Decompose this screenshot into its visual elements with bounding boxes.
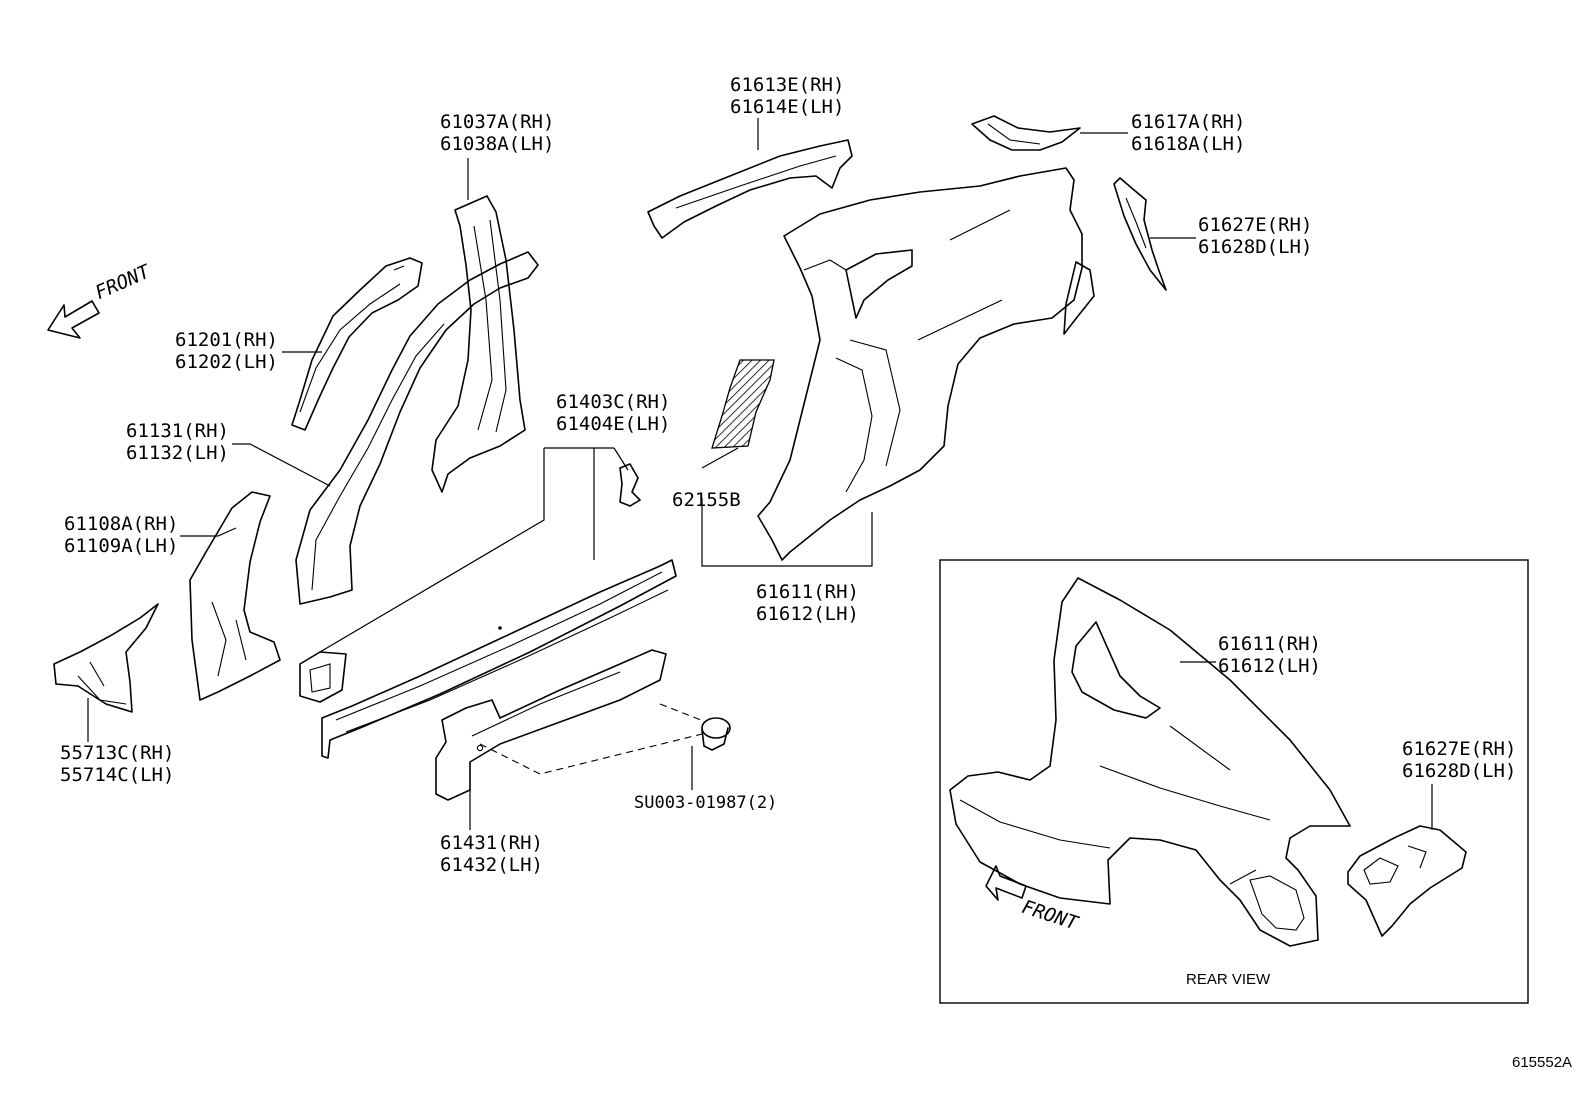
callout-61617A: 61617A(RH) 61618A(LH) bbox=[1131, 111, 1245, 155]
callout-61201: 61201(RH) 61202(LH) bbox=[175, 329, 278, 373]
callout-rh: 61403C(RH) bbox=[556, 391, 671, 413]
callout-rh: 61627E(RH) bbox=[1198, 214, 1313, 236]
callout-lh: 61618A(LH) bbox=[1131, 133, 1246, 155]
callout-part: SU003-01987(2) bbox=[634, 793, 778, 813]
front-arrow-icon bbox=[47, 300, 100, 339]
inset-part-61627E bbox=[1347, 825, 1467, 937]
callout-rh: 61611(RH) bbox=[756, 581, 859, 603]
callout-part: 62155B bbox=[672, 489, 741, 511]
callout-rh: 61617A(RH) bbox=[1131, 111, 1246, 133]
callout-61403C: 61403C(RH) 61404E(LH) bbox=[556, 391, 670, 435]
callout-lh: 61404E(LH) bbox=[556, 413, 671, 435]
part-62155B bbox=[711, 359, 775, 449]
part-61201 bbox=[291, 257, 423, 431]
diagram-code: 615552A bbox=[1512, 1054, 1573, 1071]
inset-leader-lines bbox=[1180, 661, 1433, 830]
callout-61037A: 61037A(RH) 61038A(LH) bbox=[440, 111, 554, 155]
leader-lines bbox=[87, 118, 1196, 830]
part-61403C bbox=[299, 463, 677, 759]
part-61627E bbox=[1113, 177, 1167, 291]
callout-55713C: 55713C(RH) 55714C(LH) bbox=[60, 742, 174, 786]
callout-61108A: 61108A(RH) 61109A(LH) bbox=[64, 513, 178, 557]
callout-rh: 61431(RH) bbox=[440, 832, 543, 854]
part-61037A bbox=[431, 195, 526, 493]
inset-callout-61627E: 61627E(RH) 61628D(LH) bbox=[1402, 738, 1516, 782]
callout-rh: 61037A(RH) bbox=[440, 111, 555, 133]
inset-front-arrow-icon bbox=[985, 865, 1027, 901]
callout-lh: 61202(LH) bbox=[175, 351, 278, 373]
callout-rh: 61201(RH) bbox=[175, 329, 278, 351]
callout-61627E: 61627E(RH) 61628D(LH) bbox=[1198, 214, 1312, 258]
callout-lh: 61132(LH) bbox=[126, 442, 229, 464]
inset-frame bbox=[939, 559, 1529, 1004]
callout-lh: 61612(LH) bbox=[1218, 655, 1321, 677]
callout-rh: 61131(RH) bbox=[126, 420, 229, 442]
callout-62155B: 62155B bbox=[672, 489, 741, 511]
part-61611 bbox=[757, 167, 1095, 561]
part-61617A bbox=[971, 115, 1081, 151]
callout-SU003: SU003-01987(2) bbox=[634, 792, 777, 814]
part-55713C bbox=[53, 603, 159, 713]
callout-rh: 61108A(RH) bbox=[64, 513, 179, 535]
callout-rh: 61613E(RH) bbox=[730, 74, 845, 96]
callout-rh: 55713C(RH) bbox=[60, 742, 175, 764]
inset-caption: REAR VIEW bbox=[1186, 971, 1271, 988]
callout-lh: 61628D(LH) bbox=[1198, 236, 1313, 258]
part-61431 bbox=[435, 649, 667, 801]
part-61613E bbox=[647, 139, 853, 239]
inset-callout-61611: 61611(RH) 61612(LH) bbox=[1218, 633, 1321, 677]
callout-lh: 61628D(LH) bbox=[1402, 760, 1517, 782]
callout-lh: 61614E(LH) bbox=[730, 96, 845, 118]
callout-61131: 61131(RH) 61132(LH) bbox=[126, 420, 229, 464]
callout-61431: 61431(RH) 61432(LH) bbox=[440, 832, 543, 876]
inset-part-61611 bbox=[949, 577, 1351, 947]
part-SU003-plug bbox=[479, 703, 731, 775]
callout-61611: 61611(RH) 61612(LH) bbox=[756, 581, 859, 625]
callout-lh: 61612(LH) bbox=[756, 603, 859, 625]
callout-lh: 61109A(LH) bbox=[64, 535, 179, 557]
callout-rh: 61611(RH) bbox=[1218, 633, 1321, 655]
callout-lh: 61038A(LH) bbox=[440, 133, 555, 155]
callout-lh: 61432(LH) bbox=[440, 854, 543, 876]
part-61108A bbox=[189, 491, 281, 701]
part-61131 bbox=[295, 251, 539, 605]
callout-rh: 61627E(RH) bbox=[1402, 738, 1517, 760]
callout-61613E: 61613E(RH) 61614E(LH) bbox=[730, 74, 844, 118]
callout-lh: 55714C(LH) bbox=[60, 764, 175, 786]
